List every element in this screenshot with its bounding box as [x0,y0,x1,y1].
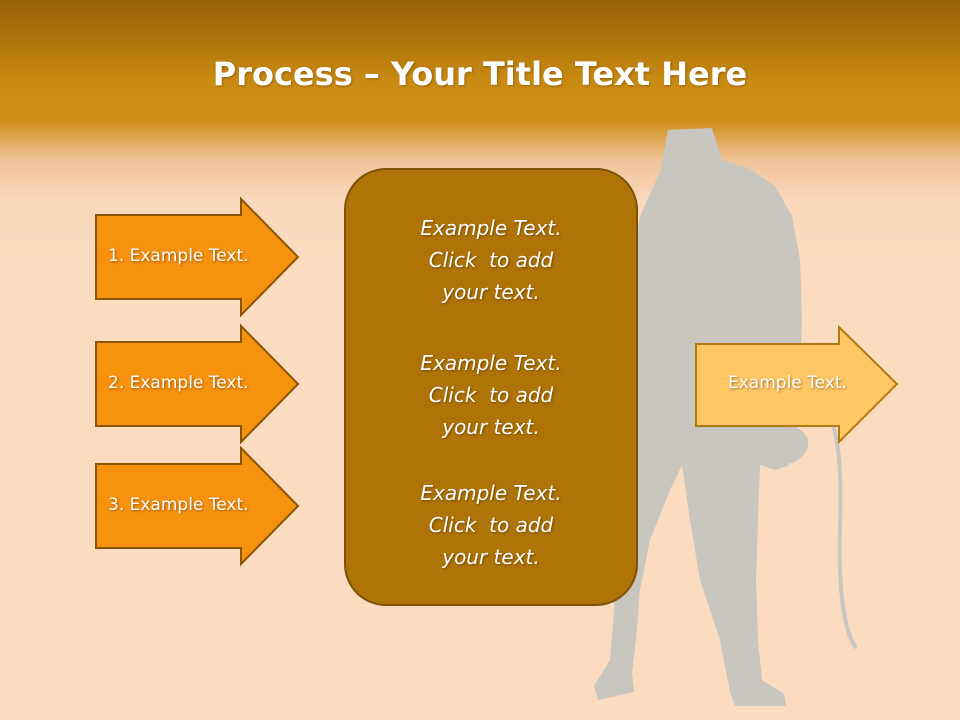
center-text-line: your text. [442,545,540,569]
result-arrow-shape [695,324,899,445]
slide-title: Process – Your Title Text Here [0,50,960,98]
center-text-line: Click to add [428,383,554,407]
process-arrow-label-2: 2. Example Text. [108,373,249,393]
process-arrow-3: 3. Example Text. [95,445,300,567]
process-arrow-label-3: 3. Example Text. [108,495,249,515]
title-rest: – Your Title Text Here [352,55,748,93]
center-text-line: Click to add [428,513,554,537]
center-text-line: your text. [442,415,540,439]
result-arrow-label: Example Text. [728,373,847,393]
process-arrow-1: 1. Example Text. [95,196,300,318]
process-arrow-2: 2. Example Text. [95,323,300,445]
center-text-line: Example Text. [420,216,562,240]
center-text-line: Click to add [428,248,554,272]
arrow-shape-1 [95,196,300,318]
center-text-block-2: Example Text. Click to add your text. [344,347,638,443]
center-text-line: Example Text. [420,481,562,505]
process-arrow-label-1: 1. Example Text. [108,246,249,266]
arrow-shape-3 [95,445,300,567]
center-text-line: your text. [442,280,540,304]
center-text-block-3: Example Text. Click to add your text. [344,477,638,573]
center-text-line: Example Text. [420,351,562,375]
result-arrow: Example Text. [695,324,900,445]
title-bold: Process [212,55,353,93]
arrow-shape-2 [95,323,300,445]
center-process-box [344,168,638,606]
center-text-block-1: Example Text. Click to add your text. [344,212,638,308]
